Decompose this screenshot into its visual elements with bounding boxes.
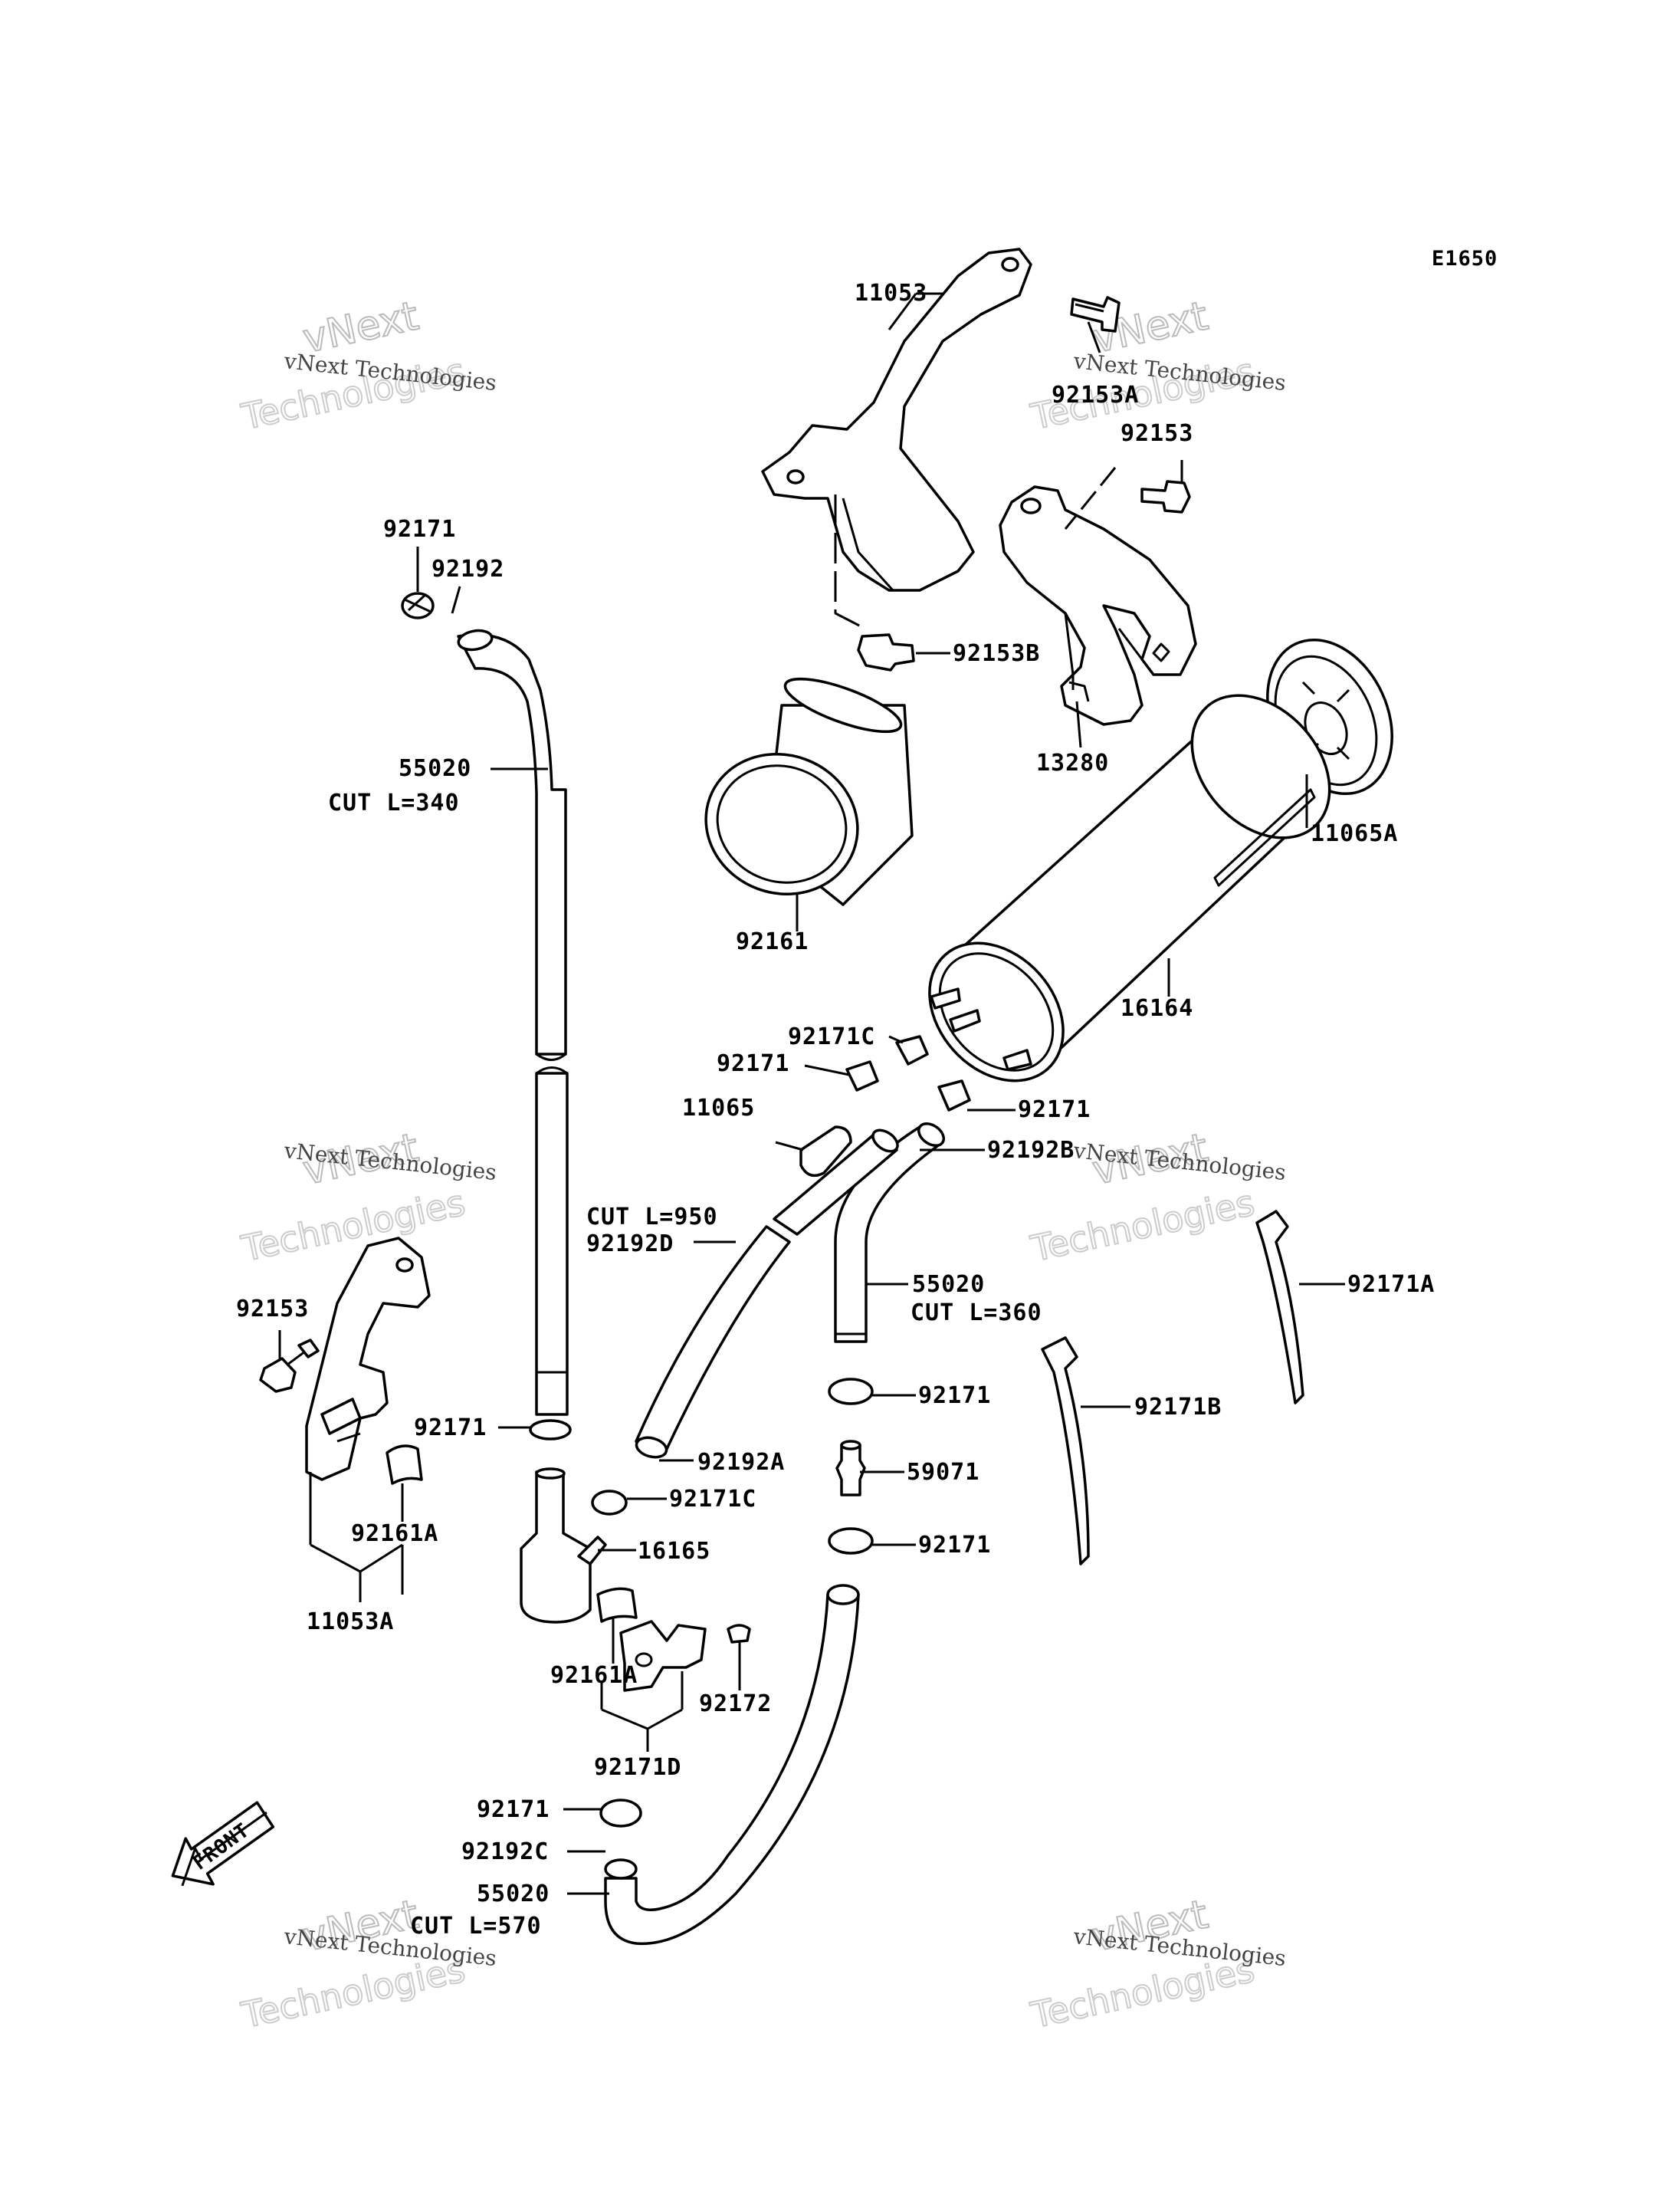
bracket-13280 <box>999 485 1197 726</box>
label-92192-top: 92192 <box>431 556 504 583</box>
clamp-92171-bottom <box>599 1799 642 1828</box>
label-92171D: 92171D <box>594 1754 681 1781</box>
clamp-92171-mid <box>845 1060 879 1092</box>
clamp-92171-right <box>937 1079 971 1112</box>
label-92171-right: 92171 <box>1018 1096 1091 1123</box>
watermark-bottom-right: vNext Technologies vNext Technologies <box>1026 1891 1287 2037</box>
label-92161A-left: 92161A <box>351 1520 438 1547</box>
front-arrow-icon: FRONT <box>171 1801 275 1887</box>
joint-59071 <box>835 1440 866 1496</box>
label-13280: 13280 <box>1036 750 1109 777</box>
label-16165: 16165 <box>638 1538 710 1565</box>
label-cut-570: CUT L=570 <box>410 1913 542 1940</box>
label-cut-360: CUT L=360 <box>911 1299 1042 1326</box>
svg-text:Technologies: Technologies <box>238 1182 468 1270</box>
hose-55020-long <box>457 629 569 1416</box>
label-92172: 92172 <box>699 1690 772 1717</box>
label-92153-left: 92153 <box>236 1296 309 1322</box>
label-92153A: 92153A <box>1052 382 1139 409</box>
label-92171A: 92171A <box>1347 1271 1435 1298</box>
label-59071: 59071 <box>907 1459 979 1486</box>
label-11053: 11053 <box>855 280 927 307</box>
filter-element-92161 <box>704 677 914 906</box>
watermark-top-right: vNext Technologies vNext Technologies <box>1026 292 1287 439</box>
label-92192A: 92192A <box>697 1449 785 1476</box>
label-cut-340: CUT L=340 <box>328 790 460 816</box>
watermark-top-left: vNext Technologies vNext Technologies <box>237 292 497 439</box>
screw-92153-left <box>259 1339 320 1393</box>
callout-labels: 11053 92153A 92153 92153B 13280 11065A 9… <box>236 280 1435 1940</box>
bracket-92171D <box>619 1620 707 1692</box>
cap-11065 <box>799 1125 852 1178</box>
cable-tie-92171B <box>1041 1336 1090 1565</box>
screw-92153-top <box>1064 467 1191 530</box>
clamp-92171-left <box>529 1419 572 1441</box>
label-92171C-top: 92171C <box>788 1023 875 1050</box>
label-92171B: 92171B <box>1134 1394 1222 1421</box>
label-11065: 11065 <box>682 1095 755 1122</box>
separator-16165 <box>520 1467 607 1624</box>
label-cut-950: CUT L=950 <box>586 1204 718 1230</box>
hose-92192D <box>635 1128 899 1459</box>
label-92192D: 92192D <box>586 1230 674 1257</box>
clamp-92171C-low <box>591 1490 628 1516</box>
label-16164: 16164 <box>1121 995 1193 1022</box>
screw-92153B <box>834 494 915 672</box>
diagram-code: E1650 <box>1432 247 1498 271</box>
clamp-92171-top <box>401 592 435 619</box>
label-55020-long: 55020 <box>399 755 471 782</box>
label-92171-top: 92171 <box>383 516 456 543</box>
label-92161: 92161 <box>736 928 809 955</box>
label-55020-mid: 55020 <box>912 1271 985 1298</box>
label-92161A-mid: 92161A <box>550 1662 638 1689</box>
label-92153-top: 92153 <box>1121 420 1193 447</box>
svg-text:Technologies: Technologies <box>1027 1182 1258 1270</box>
label-11053A: 11053A <box>307 1608 394 1635</box>
label-55020-bottom: 55020 <box>477 1881 550 1907</box>
screw-92153A <box>1070 296 1121 333</box>
clip-92161A-left <box>386 1444 423 1485</box>
hose-55020-bottom <box>604 1584 860 1946</box>
label-92153B: 92153B <box>953 640 1040 667</box>
clip-92161A-mid <box>596 1587 638 1623</box>
label-11065A: 11065A <box>1311 820 1398 847</box>
cable-tie-92171A <box>1255 1210 1304 1404</box>
canister-16164 <box>928 694 1331 1082</box>
clamp-92171C-top <box>895 1035 929 1066</box>
bracket-11053A <box>305 1237 431 1481</box>
label-92171-bottom: 92171 <box>477 1796 550 1823</box>
screw-92172 <box>727 1624 751 1656</box>
clamp-92171-1 <box>828 1378 874 1405</box>
bracket-11053 <box>761 248 1032 592</box>
leader-lines <box>278 292 1345 1895</box>
label-92192C: 92192C <box>461 1838 549 1865</box>
label-92171-clamp1: 92171 <box>918 1382 991 1409</box>
label-92171C-low: 92171C <box>669 1486 756 1513</box>
label-92171-left: 92171 <box>414 1414 487 1441</box>
clamp-92171-2 <box>828 1527 874 1555</box>
label-92192B: 92192B <box>987 1137 1075 1164</box>
label-92171-clamp2: 92171 <box>918 1532 991 1559</box>
label-92171-mid: 92171 <box>717 1050 789 1077</box>
